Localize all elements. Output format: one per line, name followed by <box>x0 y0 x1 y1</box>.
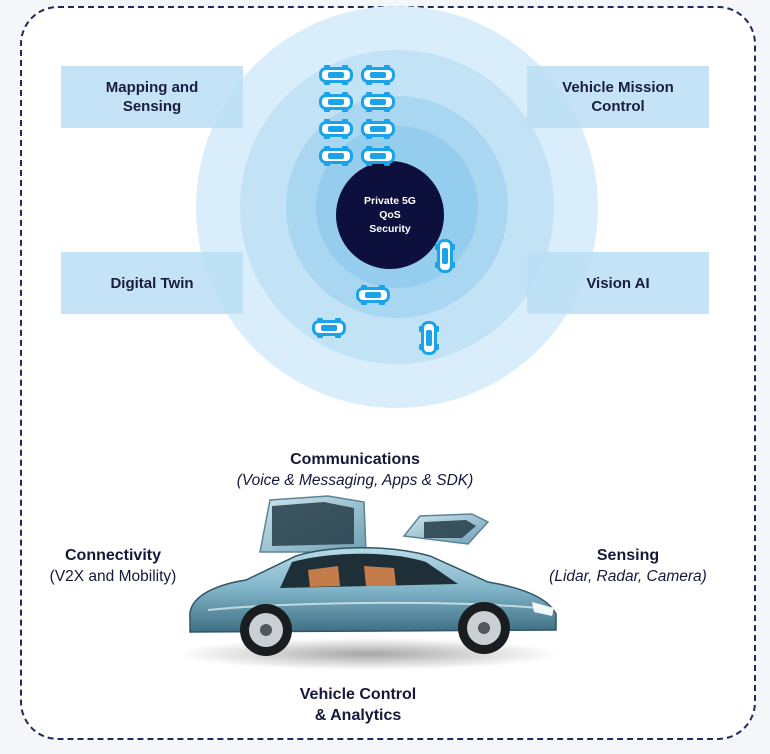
car-icon <box>360 145 396 167</box>
car-icon <box>318 145 354 167</box>
car-icon <box>434 238 456 274</box>
car-icon <box>318 64 354 86</box>
sports-car-image <box>178 495 558 670</box>
vehicle-control-line-1: Vehicle Control <box>299 686 417 703</box>
private-5g-core: Private 5G QoS Security <box>336 161 444 269</box>
car-icon <box>318 118 354 140</box>
digital-twin-box: Digital Twin <box>61 252 243 314</box>
car-icon <box>318 91 354 113</box>
mapping-and-sensing-label: Mapping and Sensing <box>105 79 199 115</box>
mapping-and-sensing-box: Mapping and Sensing <box>61 66 243 128</box>
car-icon <box>360 64 396 86</box>
sensing-subtitle: (Lidar, Radar, Camera) <box>549 568 707 585</box>
communications-caption: Communications (Voice & Messaging, Apps … <box>185 449 525 491</box>
car-icon <box>360 118 396 140</box>
car-icon <box>418 320 440 356</box>
vision-ai-box: Vision AI <box>527 252 709 314</box>
vehicle-control-line-2: & Analytics <box>314 707 402 724</box>
connectivity-subtitle: (V2X and Mobility) <box>49 568 177 585</box>
digital-twin-label: Digital Twin <box>110 274 194 292</box>
vision-ai-label: Vision AI <box>586 274 650 292</box>
core-line-2: QoS <box>379 209 401 221</box>
core-line-3: Security <box>369 223 411 235</box>
car-icon <box>355 284 391 306</box>
connectivity-title: Connectivity <box>64 547 161 564</box>
vehicle-mission-control-box: Vehicle Mission Control <box>527 66 709 128</box>
vehicle-control-caption: Vehicle Control & Analytics <box>250 684 466 726</box>
car-icon <box>360 91 396 113</box>
vehicle-mission-control-label: Vehicle Mission Control <box>562 79 674 115</box>
communications-title: Communications <box>290 451 420 468</box>
sensing-title: Sensing <box>596 547 660 564</box>
sensing-caption: Sensing (Lidar, Radar, Camera) <box>520 545 736 587</box>
core-line-1: Private 5G <box>364 195 416 207</box>
communications-subtitle: (Voice & Messaging, Apps & SDK) <box>236 472 474 489</box>
car-icon <box>311 317 347 339</box>
connectivity-caption: Connectivity (V2X and Mobility) <box>22 545 204 587</box>
